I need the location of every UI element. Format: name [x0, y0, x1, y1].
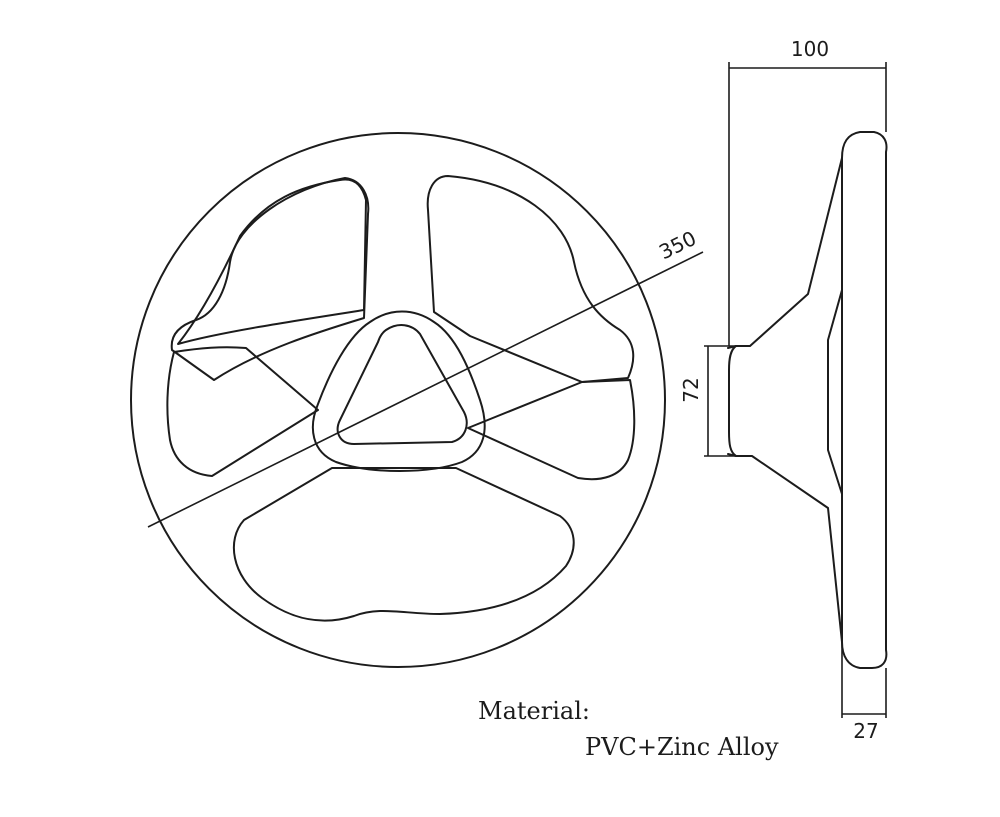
side-view: 100 72 27	[679, 37, 888, 743]
hub-outline	[311, 310, 486, 472]
hub-inner-triangle	[336, 324, 468, 445]
side-inner-step	[827, 289, 843, 495]
window-upper-right	[426, 175, 635, 383]
side-hub	[728, 345, 737, 457]
diameter-line	[147, 251, 704, 528]
front-view: 350	[130, 132, 704, 668]
dim-100-label: 100	[791, 37, 829, 61]
side-body	[727, 157, 843, 643]
window-bottom	[232, 467, 575, 622]
material-label: Material:	[478, 697, 590, 725]
window-upper-left	[170, 177, 370, 381]
window-top	[177, 178, 367, 345]
window-left-side	[166, 346, 319, 477]
dim-72-label: 72	[679, 377, 703, 402]
window-right-side	[467, 379, 636, 481]
material-value: PVC+Zinc Alloy	[585, 733, 779, 761]
rim-outer-edge	[130, 132, 666, 668]
diameter-label: 350	[655, 226, 700, 264]
side-rim	[841, 131, 888, 669]
dim-27-label: 27	[853, 719, 878, 743]
